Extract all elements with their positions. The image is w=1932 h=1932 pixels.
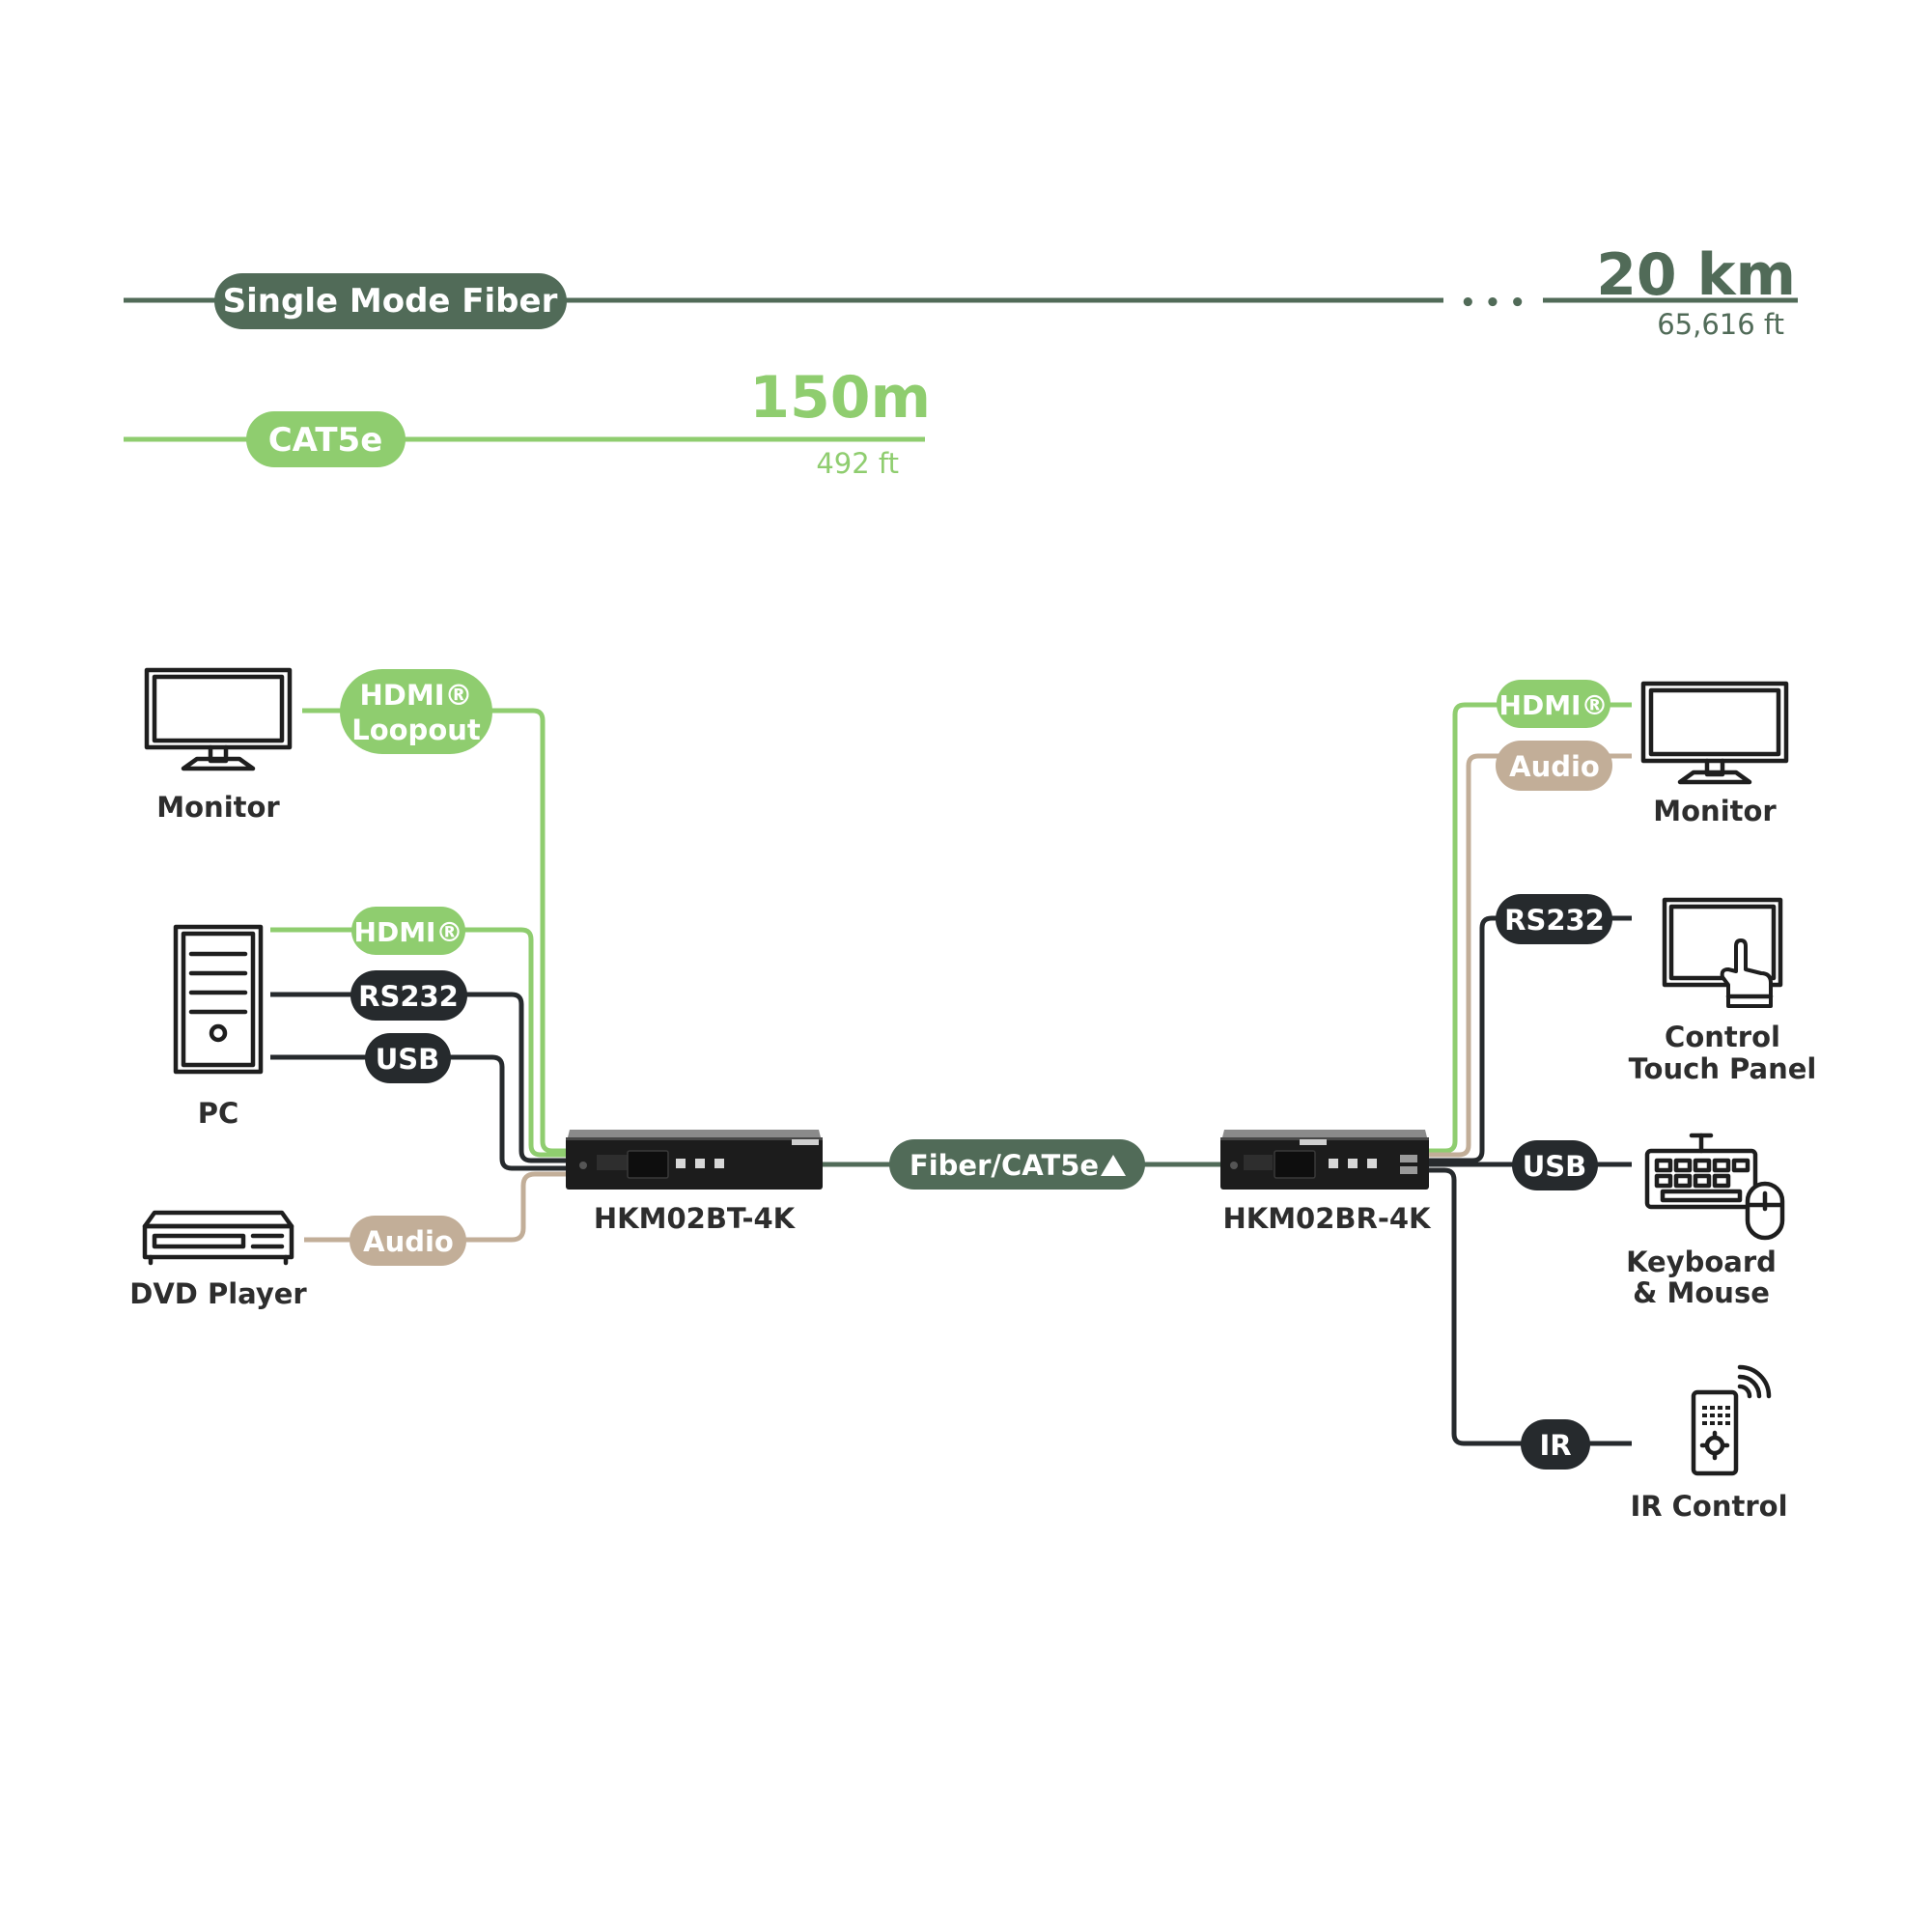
monitor-source-label: Monitor [156,791,280,824]
out-usb-label: USB [1523,1150,1587,1183]
ir-control-label: IR Control [1630,1490,1787,1523]
pc-usb-label: USB [376,1043,440,1076]
transmitter-cables [270,708,570,1243]
ir-remote-icon [1691,1364,1772,1476]
fiber-label: Single Mode Fiber [223,282,558,321]
monitor-icon [1640,681,1789,785]
transmitter-model-label: HKM02BT-4K [594,1202,797,1235]
keyboard-mouse-label: Keyboard [1626,1246,1777,1278]
cat5e-distance: 150m [749,364,931,432]
pc-hdmi-label: HDMI® [354,916,463,948]
keyboard-mouse-icon [1644,1133,1785,1241]
fiber-distance-scale: Single Mode Fiber • • • 20 km 65,616 ft [124,241,1798,341]
dvd-audio-pill: Audio [350,1216,466,1266]
out-rs232-pill: RS232 [1496,894,1612,944]
receiver-cables [1429,702,1632,1446]
out-ir-pill: IR [1521,1419,1590,1470]
fiber-ellipsis: • • • [1460,289,1526,318]
hdmi-loopout-label2: Loopout [351,714,481,746]
out-audio-label: Audio [1509,750,1600,783]
pc-rs232-label: RS232 [358,980,459,1013]
pc-usb-pill: USB [365,1033,451,1083]
out-usb-pill: USB [1512,1140,1598,1190]
fiber-cat5e-link: Fiber/CAT5e [821,1139,1228,1190]
receiver-model-label: HKM02BR-4K [1222,1202,1432,1235]
cat5e-label: CAT5e [268,421,383,460]
warning-triangle-icon [1101,1155,1126,1176]
dvd-audio-label: Audio [363,1225,454,1258]
out-rs232-label: RS232 [1504,904,1605,937]
receiver-device [1220,1130,1429,1190]
pc-tower-icon [173,924,264,1075]
dvd-player-icon [142,1210,294,1266]
monitor-output-label: Monitor [1653,795,1777,827]
fiber-distance: 20 km [1596,241,1796,309]
pc-rs232-pill: RS232 [350,970,467,1021]
hdmi-loopout-pill: HDMI® Loopout [340,669,492,754]
fiber-distance-ft: 65,616 ft [1657,308,1784,341]
pc-hdmi-pill: HDMI® [351,907,465,955]
link-label: Fiber/CAT5e [910,1149,1099,1182]
cat5e-distance-scale: CAT5e 150m 492 ft [124,364,931,480]
monitor-icon [144,667,293,771]
touch-panel-label2: Touch Panel [1629,1052,1817,1085]
touch-panel-label: Control [1665,1021,1780,1053]
out-ir-label: IR [1539,1429,1571,1462]
keyboard-mouse-label2: & Mouse [1633,1276,1770,1309]
hdmi-loopout-label: HDMI® [360,679,473,712]
cat5e-distance-ft: 492 ft [816,447,899,480]
out-audio-pill: Audio [1496,741,1612,791]
transmitter-device [566,1130,823,1190]
dvd-source-label: DVD Player [129,1277,307,1310]
touch-panel-icon [1662,897,1783,1008]
out-hdmi-pill: HDMI® [1497,680,1610,728]
pc-source-label: PC [198,1097,239,1130]
out-hdmi-label: HDMI® [1499,689,1609,721]
